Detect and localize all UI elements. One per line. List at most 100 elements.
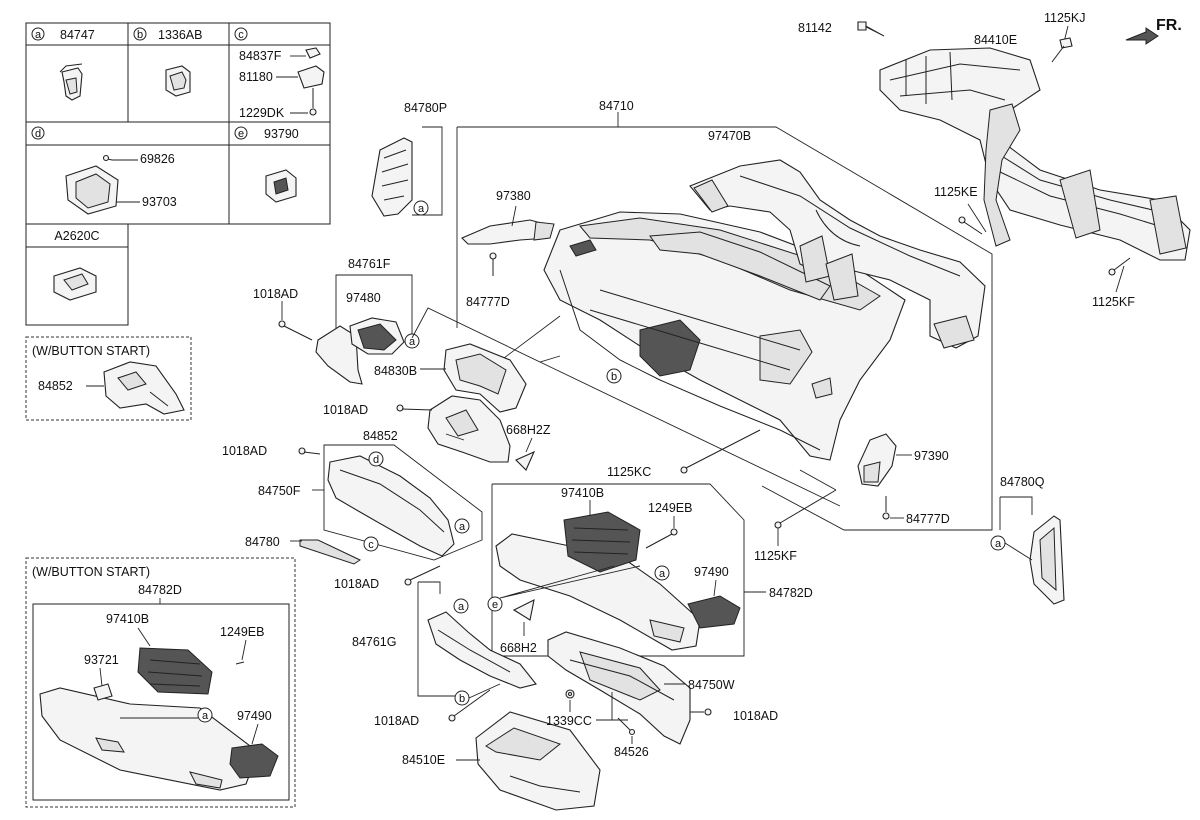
label-97380: 97380 — [496, 189, 531, 203]
callout-c-1: c — [368, 539, 374, 551]
button-start-title-1: (W/BUTTON START) — [32, 344, 150, 358]
cover-668H2Z-icon — [515, 450, 536, 471]
bolt-81142-icon — [857, 21, 885, 37]
button-start-box-2: (W/BUTTON START) 84782D 97410B 1249EB 93… — [25, 557, 296, 808]
button-start-part-1249EB: 1249EB — [220, 625, 264, 639]
callout-b-2: b — [459, 693, 465, 705]
trim-84761F-icon — [315, 325, 363, 385]
button-start-part-97490: 97490 — [237, 709, 272, 723]
side-duct-97390-icon — [857, 433, 897, 487]
switch-93790-icon — [265, 169, 297, 203]
label-84852: 84852 — [363, 429, 398, 443]
trim-strip-84780-icon — [299, 539, 362, 565]
air-duct-97470B-icon — [689, 159, 986, 349]
legend-part-d-2: 93703 — [142, 195, 177, 209]
front-indicator-text: FR. — [1156, 17, 1182, 34]
column-shroud-84852-alt-icon — [103, 361, 185, 415]
button-start-box-1: (W/BUTTON START) 84852 — [25, 336, 192, 421]
lower-panel-84750F-icon — [327, 455, 455, 557]
cover-668H2-icon — [512, 599, 535, 621]
label-1018AD-4: 1018AD — [334, 577, 379, 591]
nut-1339CC-icon — [565, 689, 575, 699]
column-shroud-84852-icon — [427, 395, 511, 463]
callout-a-1: a — [418, 203, 425, 215]
callout-a-4: a — [659, 568, 666, 580]
legend-part-c-2: 81180 — [239, 70, 273, 84]
label-1125KF-lower: 1125KF — [754, 549, 797, 563]
legend-letter-e: e — [238, 128, 244, 140]
legend-part-e: 93790 — [264, 127, 299, 141]
legend-table: a 84747 b 1336AB c 84837F 81180 1229DK — [25, 22, 331, 326]
button-start-title-2: (W/BUTTON START) — [32, 565, 150, 579]
label-1125KE: 1125KE — [934, 185, 978, 199]
bolt-1125KE-icon — [958, 216, 983, 235]
glove-box-84510E-icon — [475, 711, 601, 811]
crash-pad-bracket-lines — [412, 112, 1033, 531]
screw-1018AD-lower-icon — [404, 565, 441, 586]
callout-a-2: a — [409, 336, 416, 348]
button-start-part-84782D: 84782D — [138, 583, 182, 597]
bolt-1125KJ-icon — [1051, 37, 1073, 63]
label-97410B: 97410B — [561, 486, 604, 500]
label-1125KC: 1125KC — [607, 465, 651, 479]
clip-1336AB-icon — [165, 65, 191, 97]
legend-part-c-1: 84837F — [239, 49, 282, 63]
callout-a-6: a — [995, 538, 1002, 550]
label-1018AD-2: 1018AD — [323, 403, 368, 417]
label-84782D: 84782D — [769, 586, 813, 600]
screw-1249EB-icon — [645, 528, 678, 549]
callout-a-3: a — [459, 521, 466, 533]
label-84780: 84780 — [245, 535, 280, 549]
button-start-part-1: 84852 — [38, 379, 73, 393]
label-1339CC: 1339CC — [546, 714, 592, 728]
label-84750F: 84750F — [258, 484, 301, 498]
label-97490: 97490 — [694, 565, 729, 579]
callout-e-1: e — [492, 599, 498, 611]
callout-a-5: a — [458, 601, 465, 613]
screw-84777D-lower-icon — [882, 496, 890, 520]
label-84510E: 84510E — [402, 753, 445, 767]
label-1249EB: 1249EB — [648, 501, 692, 515]
side-cover-84780P-icon — [371, 137, 413, 217]
legend-letter-c: c — [238, 29, 244, 41]
cowl-cross-bar-84410E-icon — [879, 47, 1191, 261]
screw-84526-icon — [617, 717, 636, 736]
bolt-1125KC-icon — [680, 429, 761, 474]
bracket-81180-icon — [297, 47, 325, 116]
side-cover-84780Q-icon — [1029, 515, 1065, 605]
screw-1018AD-left-icon — [298, 447, 321, 455]
legend-part-d-1: 69826 — [140, 152, 175, 166]
clip-84747-icon — [59, 63, 83, 101]
callout-d-1: d — [373, 454, 379, 466]
label-668H2: 668H2 — [500, 641, 537, 655]
label-1018AD-5: 1018AD — [374, 714, 419, 728]
label-84750W: 84750W — [688, 678, 735, 692]
label-84710: 84710 — [599, 99, 634, 113]
screw-1018AD-bottom-icon — [448, 689, 491, 722]
label-97390: 97390 — [914, 449, 949, 463]
part-labels: 81142 84410E 1125KJ 84780P 84710 97470B … — [222, 11, 1135, 767]
vent-97490-icon — [687, 595, 741, 629]
legend-letter-b: b — [137, 29, 143, 41]
side-duct-97380-icon — [461, 219, 555, 245]
label-84761G: 84761G — [352, 635, 396, 649]
label-97480: 97480 — [346, 291, 381, 305]
screw-1018AD-right-icon — [690, 708, 712, 716]
label-81142: 81142 — [798, 21, 832, 35]
front-indicator: FR. — [1125, 17, 1182, 45]
callout-b-1: b — [611, 371, 617, 383]
label-84526: 84526 — [614, 745, 649, 759]
button-start-part-93721: 93721 — [84, 653, 119, 667]
label-84410E: 84410E — [974, 33, 1017, 47]
legend-part-c-3: 1229DK — [239, 106, 285, 120]
label-1125KJ: 1125KJ — [1044, 11, 1085, 25]
vent-97480-icon — [349, 317, 405, 355]
switch-93703-icon — [65, 154, 119, 215]
label-84777D-upper: 84777D — [466, 295, 510, 309]
cluster-housing-84830B-icon — [443, 343, 527, 413]
legend-part-f: A2620C — [54, 229, 99, 243]
bolt-1125KF-upper-icon — [1108, 257, 1131, 276]
label-84830B: 84830B — [374, 364, 417, 378]
clip-A2620C-icon — [53, 267, 97, 301]
